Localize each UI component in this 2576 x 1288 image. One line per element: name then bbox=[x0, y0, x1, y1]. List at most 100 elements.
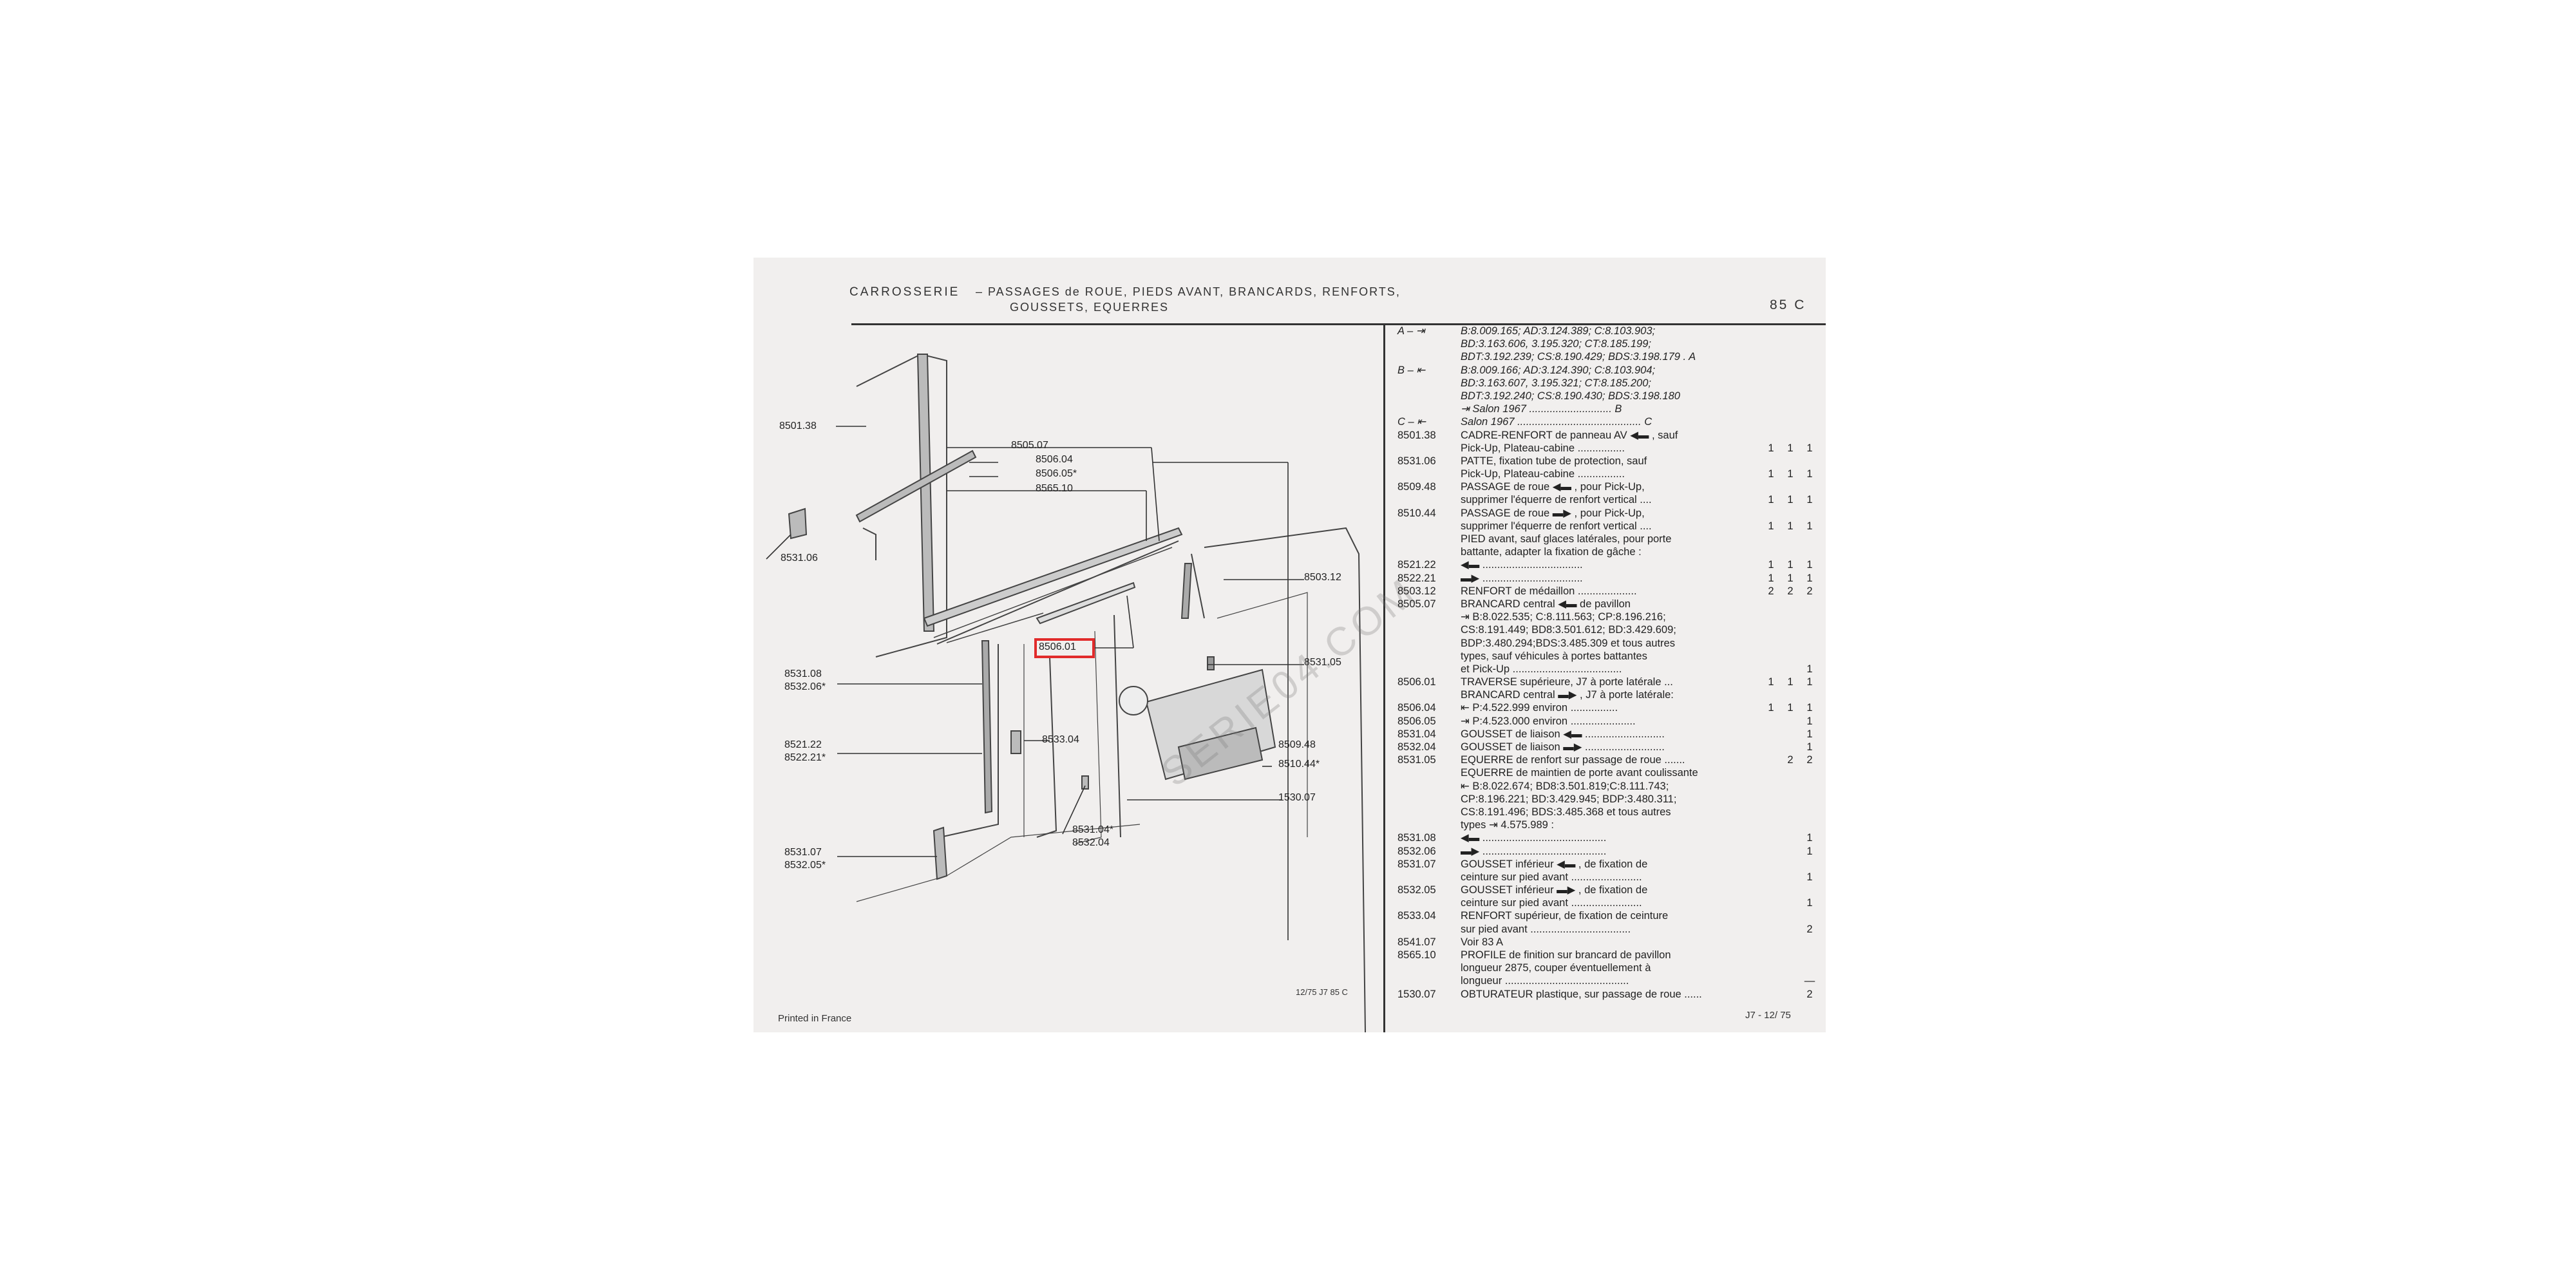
part-quantity bbox=[1781, 611, 1800, 623]
part-description: sur pied avant .........................… bbox=[1461, 923, 1631, 935]
part-quantity bbox=[1800, 364, 1819, 377]
parts-row: ⇥ B:8.022.535; C:8.111.563; CP:8.196.216… bbox=[1397, 611, 1819, 623]
part-description: CS:8.191.496; BDS:3.485.368 et tous autr… bbox=[1461, 806, 1671, 818]
reference-code: 12/75 J7 85 C bbox=[1296, 987, 1348, 997]
part-description: GOUSSET de liaison ▬▶ ..................… bbox=[1461, 741, 1665, 753]
part-quantity bbox=[1800, 480, 1819, 493]
part-code bbox=[1397, 390, 1461, 402]
part-description: supprimer l'équerre de renfort vertical … bbox=[1461, 494, 1652, 506]
part-quantity bbox=[1761, 896, 1781, 909]
parts-row: BDT:3.192.239; CS:8.190.429; BDS:3.198.1… bbox=[1397, 350, 1819, 363]
part-description: PROFILE de finition sur brancard de pavi… bbox=[1461, 949, 1671, 961]
part-quantity bbox=[1761, 909, 1781, 922]
part-quantity bbox=[1761, 415, 1781, 428]
part-code bbox=[1397, 793, 1461, 806]
callout-8531-08: 8531.08 bbox=[784, 668, 822, 679]
part-quantity bbox=[1800, 688, 1819, 701]
part-quantity: 1 bbox=[1768, 468, 1774, 480]
part-code bbox=[1397, 650, 1461, 663]
part-code bbox=[1397, 923, 1461, 936]
part-quantity bbox=[1761, 480, 1781, 493]
part-quantity bbox=[1781, 715, 1800, 728]
part-code: 8541.07 bbox=[1397, 936, 1436, 948]
part-description: EQUERRE de maintien de porte avant couli… bbox=[1461, 767, 1698, 779]
part-quantity bbox=[1781, 455, 1800, 468]
part-quantity: 2 bbox=[1806, 754, 1813, 766]
callout-8510-44: 8510.44* bbox=[1278, 759, 1320, 770]
part-quantity bbox=[1761, 831, 1781, 844]
page-reference: 85 C bbox=[1770, 298, 1806, 312]
part-quantity bbox=[1800, 455, 1819, 468]
parts-row: 8532.06 ▬▶ .............................… bbox=[1397, 845, 1819, 858]
part-description: types, sauf véhicules à portes battantes bbox=[1461, 650, 1647, 662]
parts-row: ceinture sur pied avant ................… bbox=[1397, 896, 1819, 909]
part-quantity bbox=[1800, 337, 1819, 350]
callout-8532-05: 8532.05* bbox=[784, 860, 826, 871]
part-code bbox=[1397, 806, 1461, 819]
callout-8506-04: 8506.04 bbox=[1036, 454, 1073, 465]
part-quantity bbox=[1781, 415, 1800, 428]
part-description: RENFORT supérieur, de fixation de ceintu… bbox=[1461, 910, 1669, 922]
parts-row: BRANCARD central ▬▶ , J7 à porte latéral… bbox=[1397, 688, 1819, 701]
part-code: 8531.04 bbox=[1397, 728, 1436, 740]
part-description: BRANCARD central ▬▶ , J7 à porte latéral… bbox=[1461, 689, 1674, 701]
part-quantity bbox=[1800, 949, 1819, 961]
part-quantity bbox=[1800, 598, 1819, 611]
part-description: ⇥ Salon 1967 ...........................… bbox=[1461, 403, 1622, 415]
parts-row: 8532.04 GOUSSET de liaison ▬▶ ...........… bbox=[1397, 741, 1819, 753]
part-description: GOUSSET inférieur ◀▬ , de fixation de bbox=[1461, 858, 1648, 870]
part-description: CP:8.196.221; BD:3.429.945; BDP:3.480.31… bbox=[1461, 793, 1677, 805]
parts-row: B – ⇤B:8.009.166; AD:3.124.390; C:8.103.… bbox=[1397, 364, 1819, 377]
part-description: BDT:3.192.239; CS:8.190.429; BDS:3.198.1… bbox=[1461, 351, 1696, 363]
part-quantity: 1 bbox=[1787, 559, 1794, 571]
part-quantity bbox=[1800, 793, 1819, 806]
part-quantity bbox=[1800, 623, 1819, 636]
part-quantity: 1 bbox=[1768, 494, 1774, 506]
callout-8533-04: 8533.04 bbox=[1042, 734, 1079, 745]
part-description: ◀▬ .....................................… bbox=[1461, 832, 1607, 844]
part-quantity bbox=[1781, 350, 1800, 363]
parts-row: BD:3.163.606, 3.195.320; CT:8.185.199; bbox=[1397, 337, 1819, 350]
part-quantity: 2 bbox=[1787, 754, 1794, 766]
part-quantity bbox=[1761, 936, 1781, 949]
part-quantity bbox=[1761, 337, 1781, 350]
parts-row: BDT:3.192.240; CS:8.190.430; BDS:3.198.1… bbox=[1397, 390, 1819, 402]
callout-8506-01[interactable]: 8506.01 bbox=[1039, 641, 1076, 652]
part-quantity bbox=[1761, 663, 1781, 676]
parts-row: CS:8.191.496; BDS:3.485.368 et tous autr… bbox=[1397, 806, 1819, 819]
part-quantity bbox=[1800, 858, 1819, 871]
part-code: 8521.22 bbox=[1397, 559, 1436, 571]
part-code bbox=[1397, 780, 1461, 793]
part-quantity bbox=[1781, 949, 1800, 961]
part-description: ceinture sur pied avant ................… bbox=[1461, 871, 1642, 883]
roof-rail bbox=[923, 527, 1183, 627]
part-description: BDP:3.480.294;BDS:3.485.309 et tous autr… bbox=[1461, 637, 1675, 649]
part-code bbox=[1397, 545, 1461, 558]
part-quantity: 1 bbox=[1806, 845, 1813, 857]
part-quantity: 1 bbox=[1806, 871, 1813, 883]
part-description: ▬▶ .....................................… bbox=[1461, 845, 1607, 857]
catalog-page: CARROSSERIE – PASSAGES de ROUE, PIEDS AV… bbox=[753, 258, 1826, 1032]
part-quantity bbox=[1761, 845, 1781, 858]
part-quantity bbox=[1800, 650, 1819, 663]
part-code bbox=[1397, 688, 1461, 701]
part-quantity: 1 bbox=[1806, 468, 1813, 480]
part-quantity bbox=[1761, 390, 1781, 402]
part-quantity bbox=[1761, 988, 1781, 1001]
part-quantity bbox=[1761, 793, 1781, 806]
part-code: 8532.05 bbox=[1397, 884, 1436, 896]
part-quantity: 2 bbox=[1806, 923, 1813, 935]
part-code: 8532.04 bbox=[1397, 741, 1436, 753]
part-quantity bbox=[1781, 480, 1800, 493]
part-description: GOUSSET de liaison ◀▬ ..................… bbox=[1461, 728, 1665, 740]
parts-row: CP:8.196.221; BD:3.429.945; BDP:3.480.31… bbox=[1397, 793, 1819, 806]
parts-row: A – ⇥B:8.009.165; AD:3.124.389; C:8.103.… bbox=[1397, 325, 1819, 337]
part-quantity bbox=[1781, 936, 1800, 949]
part-quantity: 1 bbox=[1768, 572, 1774, 584]
part-quantity: 2 bbox=[1806, 585, 1813, 597]
highlight-box bbox=[1034, 638, 1095, 658]
